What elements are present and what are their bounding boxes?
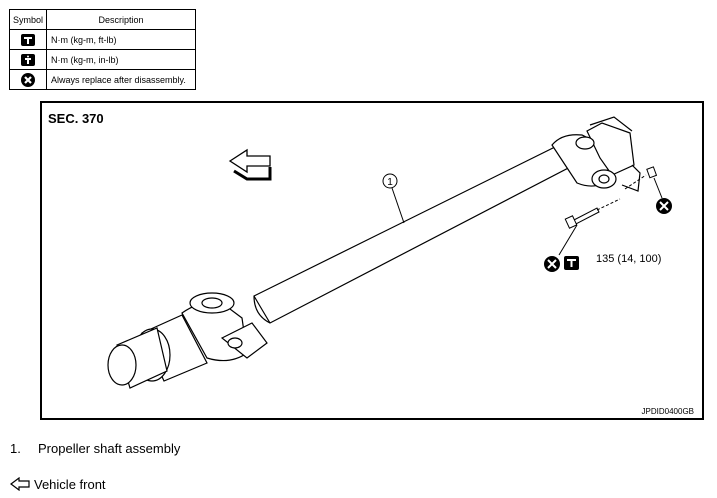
torque-wrench-small-icon	[21, 53, 35, 66]
caption-number: 1.	[10, 441, 21, 456]
always-replace-icon	[544, 256, 560, 272]
always-replace-icon	[21, 72, 35, 87]
front-universal-joint	[107, 292, 268, 389]
symbol-legend-table: Symbol Description N·m (kg-m, ft-lb) N·m…	[9, 9, 196, 90]
section-label: SEC. 370	[48, 111, 104, 126]
legend-header-symbol: Symbol	[9, 9, 47, 30]
vehicle-front-arrow-icon	[10, 477, 30, 491]
legend-header-row: Symbol Description	[9, 9, 196, 30]
caption-text: Propeller shaft assembly	[38, 441, 181, 456]
legend-description: Always replace after disassembly.	[46, 69, 196, 90]
legend-header-description: Description	[46, 9, 196, 30]
torque-wrench-icon	[21, 33, 35, 46]
torque-wrench-icon	[564, 256, 579, 270]
propeller-shaft-tube	[253, 145, 575, 324]
always-replace-icon	[656, 198, 672, 214]
flange-bolt	[558, 198, 621, 256]
callout-1: 1	[382, 173, 405, 224]
legend-row: Always replace after disassembly.	[9, 69, 196, 90]
legend-description: N·m (kg-m, ft-lb)	[46, 29, 196, 50]
callout-1-label: 1	[387, 177, 393, 188]
propeller-shaft-figure: 1 SEC. 370 JPDID0400GB	[40, 101, 704, 420]
legend-description: N·m (kg-m, in-lb)	[46, 49, 196, 70]
propeller-shaft-drawing: 1	[107, 116, 672, 389]
vehicle-front-label: Vehicle front	[34, 477, 106, 492]
vehicle-front-arrow-icon	[228, 148, 272, 181]
figure-code: JPDID0400GB	[641, 407, 694, 416]
torque-value: 135 (14, 100)	[596, 253, 662, 265]
flange-nut	[624, 166, 663, 199]
legend-row: N·m (kg-m, ft-lb)	[9, 29, 196, 50]
rear-universal-joint	[551, 116, 641, 192]
legend-row: N·m (kg-m, in-lb)	[9, 49, 196, 70]
